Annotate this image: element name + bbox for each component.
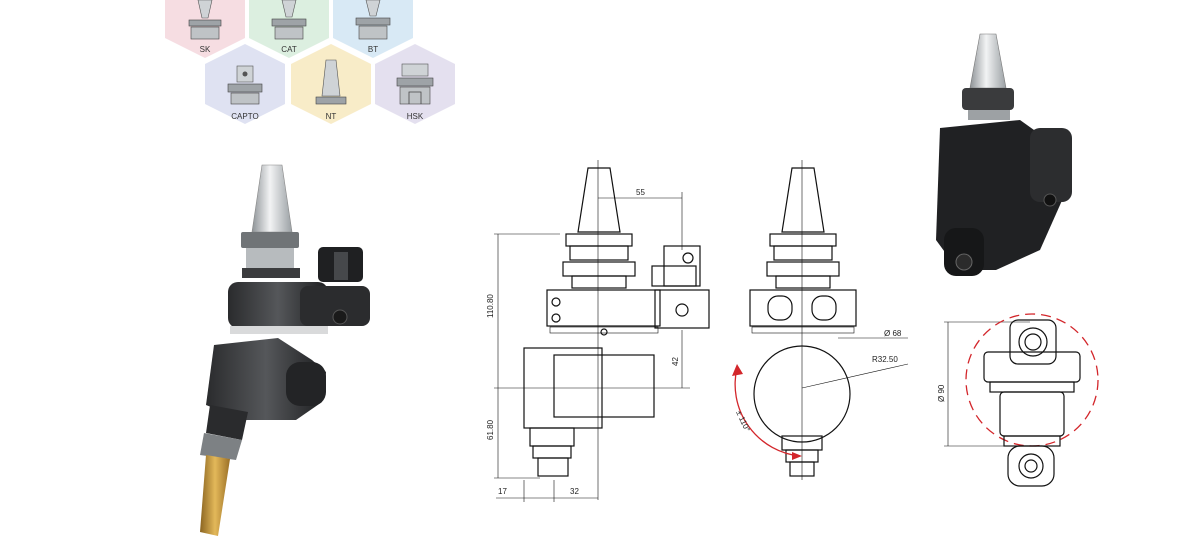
angle-head-product-photo [200, 164, 370, 536]
dim-angle: ± 110° [734, 409, 752, 433]
rotation-arc [734, 367, 801, 457]
bt-holder-icon [355, 0, 391, 40]
shank-label-bt: BT [368, 45, 378, 54]
shank-type-sk: SK [165, 0, 245, 58]
dim-bottom-right: 32 [570, 487, 579, 496]
dim-height-upper: 110.80 [486, 294, 495, 318]
dim-bottom-left: 17 [498, 487, 507, 496]
shank-type-bt: BT [333, 0, 413, 58]
capto-holder-icon [227, 65, 263, 105]
nt-holder-icon [315, 59, 347, 105]
dim-offset: 42 [671, 357, 680, 366]
front-view-drawing: 55 110.80 61.80 42 17 32 [486, 160, 710, 502]
cat-holder-icon [271, 0, 307, 40]
shank-type-grid: SK CAT BT [165, 0, 455, 124]
side-view-drawing: Ø 68 R32.50 ± 110° [732, 160, 909, 480]
dim-diameter: Ø 68 [884, 329, 902, 338]
angle-head-3d-render [936, 33, 1072, 276]
shank-type-capto: CAPTO [205, 44, 285, 124]
shank-label-capto: CAPTO [231, 112, 258, 121]
shank-type-hsk: HSK [375, 44, 455, 124]
bottom-view-drawing: Ø 90 [937, 313, 1099, 487]
shank-type-cat: CAT [249, 0, 329, 58]
dim-top-width: 55 [636, 188, 645, 197]
hsk-holder-icon [396, 63, 434, 105]
shank-label-nt: NT [326, 112, 337, 121]
shank-type-nt: NT [291, 44, 371, 124]
dim-height-lower: 61.80 [486, 419, 495, 440]
dim-diameter-side: Ø 90 [937, 384, 946, 402]
shank-label-sk: SK [200, 45, 211, 54]
sk-holder-icon [188, 0, 222, 40]
shank-label-hsk: HSK [407, 112, 424, 121]
shank-label-cat: CAT [281, 45, 297, 54]
dim-radius: R32.50 [872, 355, 898, 364]
